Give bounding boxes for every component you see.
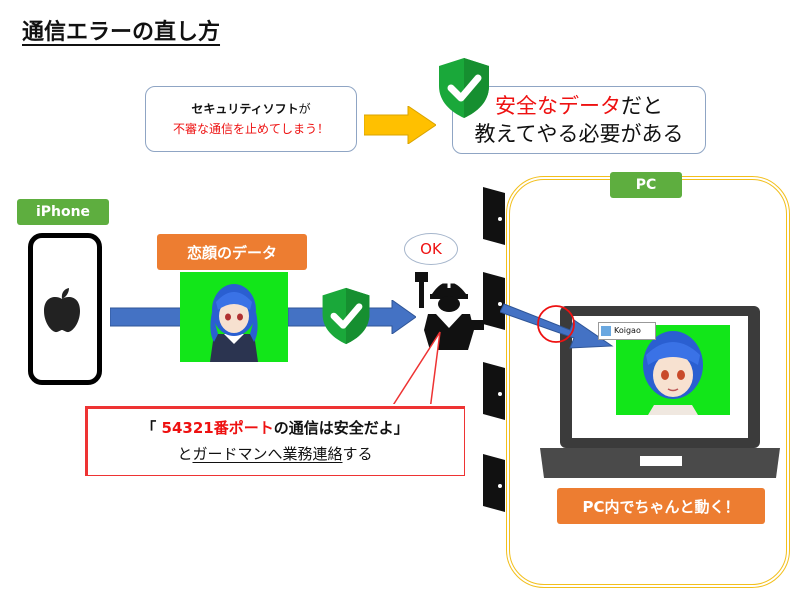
avatar-illustration-icon	[210, 284, 258, 362]
pc-runs-label: PC内でちゃんと動く！	[557, 488, 765, 524]
arrow-phone-to-data	[110, 307, 182, 327]
koigao-data-label: 恋顔のデータ	[157, 234, 307, 270]
koigao-app-tag: Koigao	[598, 322, 656, 340]
safe-note-line1: 安全なデータだと	[453, 92, 705, 120]
arrow-door-to-pc	[500, 303, 614, 349]
safe-note-line2: 教えてやる必要がある	[474, 122, 684, 146]
iphone-label: iPhone	[17, 199, 109, 225]
callout-to: と	[177, 445, 193, 463]
security-note-line1: セキュリティソフトが	[146, 99, 356, 119]
callout-rest: の通信は安全だよ」	[273, 419, 409, 437]
callout-pointer	[388, 331, 441, 411]
safe-note-black: だと	[621, 94, 663, 118]
shield-check-icon-2	[322, 287, 370, 345]
pc-label: PC	[610, 172, 682, 198]
guard-instruction-callout: 「 54321番ポートの通信は安全だよ」 とガードマンへ業務連絡する	[85, 406, 465, 476]
door-icon-4	[483, 454, 505, 512]
avatar-image-data	[180, 272, 288, 362]
avatar-on-pc	[616, 325, 730, 415]
callout-end: する	[342, 445, 373, 463]
shield-check-icon	[439, 58, 489, 118]
callout-underlined: ガードマンへ業務連絡	[192, 445, 343, 463]
callout-line2: とガードマンへ業務連絡する	[86, 441, 464, 467]
safe-data-note: 安全なデータだと 教えてやる必要がある	[452, 86, 706, 154]
security-note-line2: 不審な通信を止めてしまう！	[172, 122, 329, 136]
guard-icon	[415, 272, 484, 350]
callout-line1: 「 54321番ポートの通信は安全だよ」	[86, 415, 464, 441]
safe-note-red: 安全なデータ	[495, 94, 621, 118]
callout-open: 「	[141, 419, 162, 437]
yellow-arrow-icon	[364, 106, 436, 144]
page-title: 通信エラーの直し方	[22, 20, 221, 45]
door-icon-3	[483, 362, 505, 420]
ok-speech-bubble: OK	[404, 233, 458, 265]
security-note-suffix: が	[298, 102, 311, 116]
door-icon-open	[483, 272, 505, 330]
door-icon	[483, 187, 505, 245]
avatar-pc-illustration-icon	[643, 331, 703, 415]
koigao-app-icon	[601, 326, 611, 336]
security-note-bold: セキュリティソフト	[191, 102, 299, 116]
callout-port: 54321番ポート	[161, 419, 274, 437]
koigao-app-name: Koigao	[614, 326, 641, 335]
apple-icon	[44, 288, 80, 333]
security-software-note: セキュリティソフトが 不審な通信を止めてしまう！	[145, 86, 357, 152]
